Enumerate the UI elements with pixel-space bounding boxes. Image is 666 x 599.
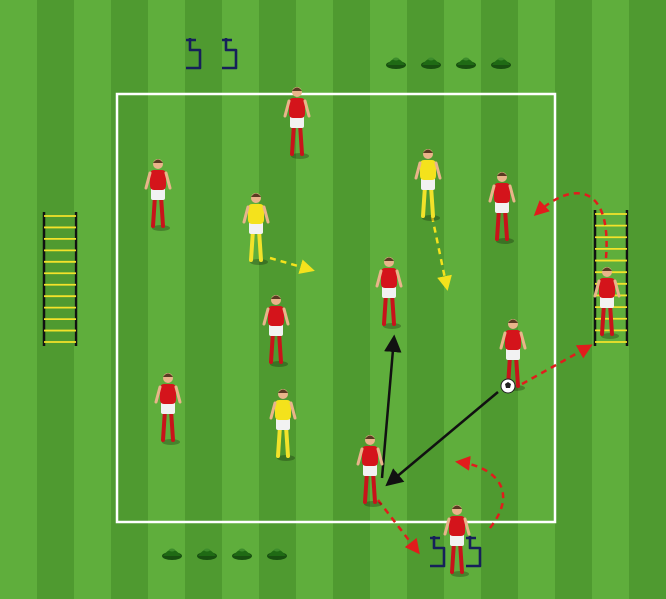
cone: [197, 548, 217, 560]
red-run-arrow: [521, 344, 593, 386]
cone-group: [386, 57, 511, 69]
pole-set: [430, 536, 482, 568]
grass-stripe: [296, 0, 334, 599]
cone: [491, 57, 511, 69]
red-player: [593, 267, 621, 339]
grass-stripe: [0, 0, 38, 599]
pole-set: [186, 38, 238, 70]
yellow-run-arrow: [430, 215, 452, 291]
soccer-ball: [500, 378, 516, 394]
pole-sets: [186, 38, 482, 568]
grass-stripe: [407, 0, 445, 599]
pass-arrow: [380, 334, 402, 479]
red-player: [262, 295, 290, 367]
grass-stripe: [555, 0, 593, 599]
cone-groups: [162, 57, 511, 560]
red-run-arrow: [455, 455, 505, 529]
red-player: [375, 257, 403, 329]
yellow-player: [414, 149, 442, 221]
grass-stripe: [333, 0, 371, 599]
yellow-player: [269, 389, 297, 461]
grass-stripe: [74, 0, 112, 599]
red-player: [443, 505, 471, 577]
grass-stripe: [148, 0, 186, 599]
pole: [222, 38, 238, 70]
grass-stripe: [629, 0, 666, 599]
drill-area-boundary: [115, 92, 557, 524]
agility-ladder: [42, 212, 78, 346]
pole: [430, 536, 446, 568]
red-run-arrow: [533, 191, 608, 259]
red-player: [283, 87, 311, 159]
grass-stripe: [37, 0, 75, 599]
red-player: [356, 435, 384, 507]
pole: [186, 38, 202, 70]
grass-stripe: [481, 0, 519, 599]
pass-arrow: [385, 391, 499, 487]
cone: [267, 548, 287, 560]
yellow-player: [242, 193, 270, 265]
cone: [162, 548, 182, 560]
cone: [386, 57, 406, 69]
grass-stripe: [444, 0, 482, 599]
movement-arrows: [269, 191, 608, 555]
grass-stripe: [222, 0, 260, 599]
cone: [232, 548, 252, 560]
cone: [421, 57, 441, 69]
grass-stripe: [370, 0, 408, 599]
players: [144, 87, 621, 577]
grass-stripe: [185, 0, 223, 599]
yellow-run-arrow: [269, 256, 315, 274]
grass-stripe: [518, 0, 556, 599]
red-player: [488, 172, 516, 244]
red-player: [154, 373, 182, 445]
red-player: [144, 159, 172, 231]
cone: [456, 57, 476, 69]
cone-group: [162, 548, 287, 560]
pole: [466, 536, 482, 568]
